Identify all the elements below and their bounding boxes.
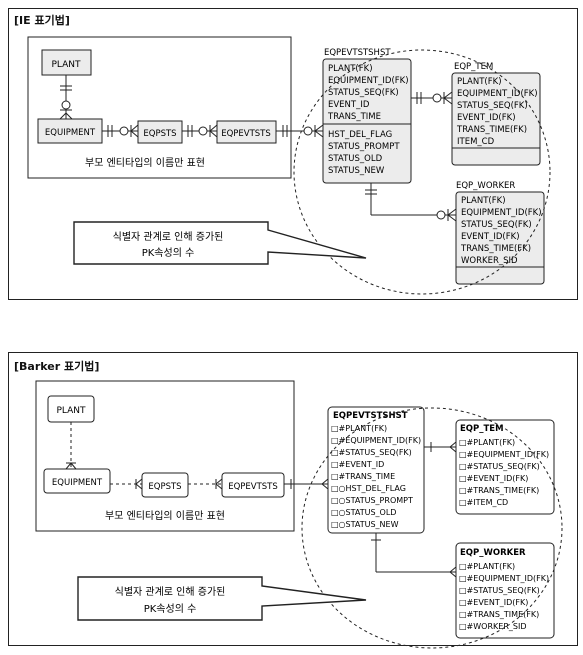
ie-tem-pk: EVENT_ID(FK)	[457, 113, 516, 123]
barker-hist-attr: □#STATUS_SEQ(FK)	[331, 448, 412, 457]
ie-tem-pk: ITEM_CD	[457, 137, 495, 147]
barker-callout-line1: 식별자 관계로 인해 증가된	[115, 585, 226, 598]
ie-entity-hist[interactable]	[322, 58, 412, 184]
barker-notation-panel	[8, 352, 578, 646]
barker-worker-name: EQP_WORKER	[460, 548, 526, 558]
barker-hist-name: EQPEVTSTSHST	[333, 411, 408, 421]
ie-equipment-label: EQUIPMENT	[45, 128, 96, 138]
ie-hist-pk: PLANT(FK)	[328, 64, 373, 74]
ie-worker-pk: TRANS_TIME(FK)	[460, 244, 531, 254]
barker-equipment-label: EQUIPMENT	[52, 478, 103, 488]
ie-hist-pk: STATUS_SEQ(FK)	[328, 88, 399, 98]
barker-worker-attr: □#WORKER_SID	[459, 622, 526, 631]
barker-entity-eqpsts[interactable]	[141, 472, 189, 498]
ie-rel-eqpsts-eqpevtsts	[182, 124, 218, 138]
barker-hist-attr: □#TRANS_TIME	[331, 472, 395, 481]
barker-hist-attr: □○STATUS_PROMPT	[331, 496, 413, 505]
barker-tem-attr: □#PLANT(FK)	[459, 438, 515, 447]
ie-hist-attr: STATUS_NEW	[328, 166, 385, 176]
barker-rel-hist-tem	[424, 441, 457, 453]
ie-entity-worker[interactable]	[455, 191, 545, 285]
ie-rel-plant-equipment	[59, 75, 73, 120]
barker-tem-attr: □#ITEM_CD	[459, 498, 508, 507]
barker-tem-name: EQP_TEM	[460, 424, 504, 434]
ie-tem-pk: PLANT(FK)	[457, 77, 502, 87]
ie-hist-pk: EVENT_ID	[328, 100, 370, 110]
ie-parent-caption: 부모 엔티타입의 이름만 표현	[85, 156, 205, 169]
barker-rel-plant-equipment	[65, 422, 77, 470]
barker-tem-attr: □#STATUS_SEQ(FK)	[459, 462, 540, 471]
ie-rel-equipment-eqpsts	[102, 124, 139, 138]
ie-entity-eqpevtsts[interactable]	[216, 120, 277, 144]
barker-entity-worker[interactable]	[455, 542, 555, 639]
ie-rel-hist-tem	[411, 91, 453, 105]
barker-hist-attr: □○STATUS_NEW	[331, 520, 399, 529]
ie-entity-eqpsts[interactable]	[137, 120, 183, 144]
barker-rel-eqpsts-eqpevtsts	[188, 478, 223, 490]
ie-worker-pk: STATUS_SEQ(FK)	[461, 220, 532, 230]
ie-pk-highlight-ellipse	[293, 49, 551, 295]
barker-worker-attr: □#EQUIPMENT_ID(FK)	[459, 574, 549, 583]
ie-hist-attr: HST_DEL_FLAG	[328, 130, 392, 140]
ie-plant-label: PLANT	[51, 60, 81, 70]
ie-hist-pk: EQUIPMENT_ID(FK)	[328, 76, 409, 86]
ie-tem-name: EQP_TEM	[454, 62, 493, 72]
barker-rel-equipment-eqpsts	[110, 478, 143, 490]
barker-parent-caption: 부모 엔티타입의 이름만 표현	[105, 509, 225, 522]
barker-eqpsts-label: EQPSTS	[148, 482, 181, 492]
barker-entity-equipment[interactable]	[43, 468, 111, 494]
ie-tem-pk: EQUIPMENT_ID(FK)	[457, 89, 538, 99]
barker-eqpevtsts-label: EQPEVTSTS	[228, 482, 278, 492]
barker-title: [Barker 표기법]	[14, 360, 100, 373]
barker-worker-attr: □#TRANS_TIME(FK)	[459, 610, 539, 619]
ie-hist-attr: STATUS_PROMPT	[328, 142, 400, 152]
ie-title: [IE 표기법]	[14, 14, 70, 27]
barker-hist-attr: □#EVENT_ID	[331, 460, 384, 469]
ie-notation-panel	[8, 8, 578, 300]
barker-entity-tem[interactable]	[455, 419, 555, 515]
barker-rel-eqpevtsts-hist	[284, 478, 329, 490]
barker-parent-group	[35, 380, 295, 532]
ie-callout	[73, 221, 367, 265]
ie-entity-plant[interactable]	[41, 49, 92, 76]
barker-pk-highlight-ellipse	[301, 407, 563, 649]
ie-worker-pk: PLANT(FK)	[461, 196, 506, 206]
barker-plant-label: PLANT	[56, 406, 86, 416]
ie-eqpsts-label: EQPSTS	[143, 129, 176, 139]
barker-hist-attr: □○HST_DEL_FLAG	[331, 484, 406, 493]
barker-callout-line2: PK속성의 수	[144, 603, 197, 615]
ie-tem-pk: TRANS_TIME(FK)	[456, 125, 527, 135]
ie-worker-pk: EQUIPMENT_ID(FK)	[461, 208, 542, 218]
barker-rel-hist-worker	[371, 533, 457, 578]
barker-tem-attr: □#TRANS_TIME(FK)	[459, 486, 539, 495]
ie-rel-eqpevtsts-hist	[276, 124, 324, 138]
ie-entity-equipment[interactable]	[37, 118, 103, 144]
ie-worker-name: EQP_WORKER	[456, 181, 515, 191]
barker-entity-eqpevtsts[interactable]	[221, 472, 285, 498]
barker-hist-attr: □○STATUS_OLD	[331, 508, 396, 517]
ie-hist-pk: TRANS_TIME	[327, 112, 381, 122]
barker-worker-attr: □#EVENT_ID(FK)	[459, 598, 528, 607]
ie-hist-name: EQPEVTSTSHST	[324, 48, 391, 58]
ie-parent-group	[27, 36, 292, 179]
barker-tem-attr: □#EVENT_ID(FK)	[459, 474, 528, 483]
barker-worker-attr: □#PLANT(FK)	[459, 562, 515, 571]
ie-callout-line2: PK속성의 수	[142, 247, 195, 259]
ie-hist-attr: STATUS_OLD	[328, 154, 383, 164]
ie-rel-hist-worker	[365, 183, 457, 222]
barker-hist-attr: □#EQUIPMENT_ID(FK)	[331, 436, 421, 445]
barker-tem-attr: □#EQUIPMENT_ID(FK)	[459, 450, 549, 459]
barker-worker-attr: □#STATUS_SEQ(FK)	[459, 586, 540, 595]
ie-worker-pk: EVENT_ID(FK)	[461, 232, 520, 242]
ie-tem-pk: STATUS_SEQ(FK)	[457, 101, 528, 111]
barker-callout	[77, 576, 367, 621]
ie-callout-line1: 식별자 관계로 인해 증가된	[113, 230, 224, 243]
ie-eqpevtsts-label: EQPEVTSTS	[221, 129, 271, 139]
ie-worker-pk: WORKER_SID	[461, 256, 518, 266]
